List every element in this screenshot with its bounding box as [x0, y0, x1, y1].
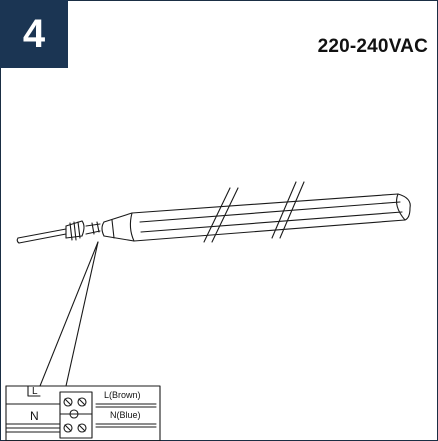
power-cable-icon [16, 228, 67, 244]
step-number-badge: 4 [0, 0, 68, 68]
neutral-terminal-label: N [30, 409, 39, 423]
supply-voltage-label: 220-240VAC [317, 36, 428, 57]
led-tube-icon [101, 181, 411, 243]
cable-gland-icon [65, 220, 101, 241]
live-terminal-label: L [32, 386, 38, 397]
terminal-block-icon [5, 385, 161, 441]
neutral-wire-label: N(Blue) [110, 410, 141, 420]
detail-leader-lines [39, 241, 99, 387]
live-wire-label: L(Brown) [104, 390, 141, 400]
